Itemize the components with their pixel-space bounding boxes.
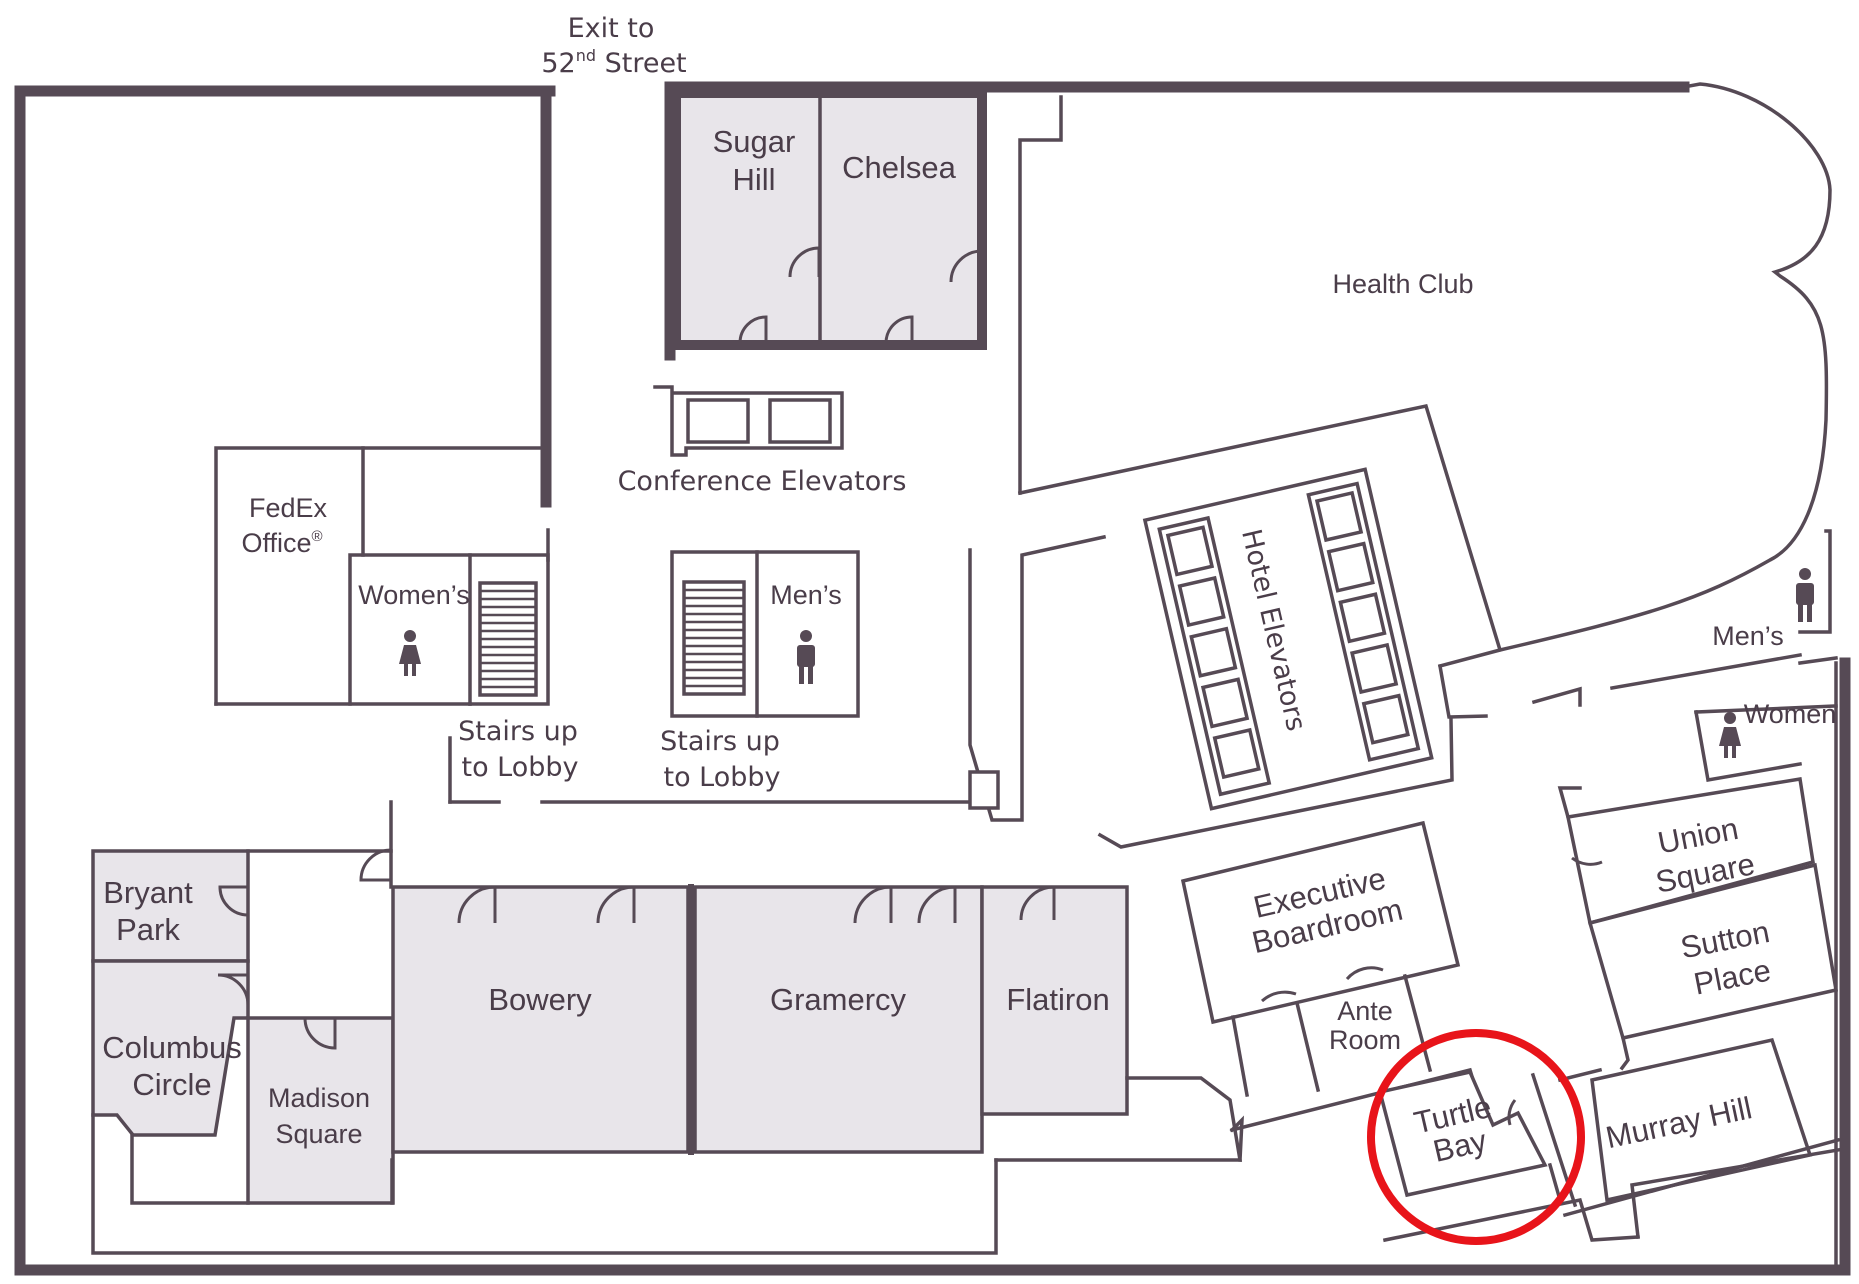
restroom-men-icon	[797, 630, 815, 684]
right-rooms	[1180, 656, 1841, 1272]
door-swing-icon	[738, 315, 768, 344]
conference-elevators-label: Conference Elevators	[618, 466, 907, 497]
womens-restroom-label: Women’s	[358, 580, 470, 610]
sugar-chelsea-block	[671, 88, 987, 350]
mens-restroom-label: Men’s	[770, 580, 842, 610]
center-mens-stairs	[670, 550, 860, 718]
restroom-men-icon	[1796, 568, 1814, 622]
fedex-and-womens	[214, 446, 550, 706]
conference-elevators	[653, 385, 844, 457]
room-health-club: Health Club	[1332, 269, 1473, 299]
door-swing-icon	[917, 885, 957, 924]
elevator-icon	[768, 398, 832, 444]
restroom-women-icon	[399, 630, 421, 676]
outer-walls	[14, 81, 1851, 1276]
hotel-elevators	[1142, 467, 1434, 811]
door-swing-icon	[217, 973, 250, 1006]
elevator-icon	[686, 398, 750, 444]
door-swing-icon	[949, 249, 984, 283]
door-swing-icon	[303, 1017, 337, 1050]
door-swing-icon	[1345, 966, 1384, 981]
door-swing-icon	[1260, 990, 1297, 1003]
door-swing-icon	[1571, 856, 1603, 866]
door-swing-icon	[359, 848, 392, 882]
door-swing-icon	[1019, 885, 1056, 921]
stairs-treads	[478, 589, 538, 689]
interior-walls	[448, 534, 1803, 849]
exit-label-line1: Exit to	[568, 13, 655, 44]
mens-restroom-right-label: Men’s	[1712, 621, 1784, 651]
main-ballrooms	[391, 884, 1243, 1162]
room-flatiron: Flatiron	[1006, 982, 1109, 1017]
room-sutton-place: SuttonPlace	[1678, 914, 1780, 1003]
room-chelsea: Chelsea	[842, 150, 956, 185]
exit-label-line2: 52nd Street	[541, 46, 686, 79]
room-gramercy: Gramercy	[770, 982, 907, 1017]
health-club-area	[1017, 82, 1832, 669]
door-swing-icon	[457, 885, 497, 924]
restroom-women-icon	[1719, 712, 1741, 758]
door-swing-icon	[884, 315, 914, 344]
lower-left-rooms	[91, 800, 998, 1255]
door-swing-icon	[218, 885, 249, 917]
door-swing-icon	[596, 885, 636, 924]
room-bowery: Bowery	[488, 982, 592, 1017]
turtle-bay-highlight-circle	[1367, 1029, 1585, 1245]
door-swing-icon	[788, 246, 821, 278]
womens-restroom-right-label: Women	[1744, 699, 1837, 729]
door-swing-icon	[853, 885, 893, 924]
door-swing-icon	[1507, 1099, 1517, 1126]
